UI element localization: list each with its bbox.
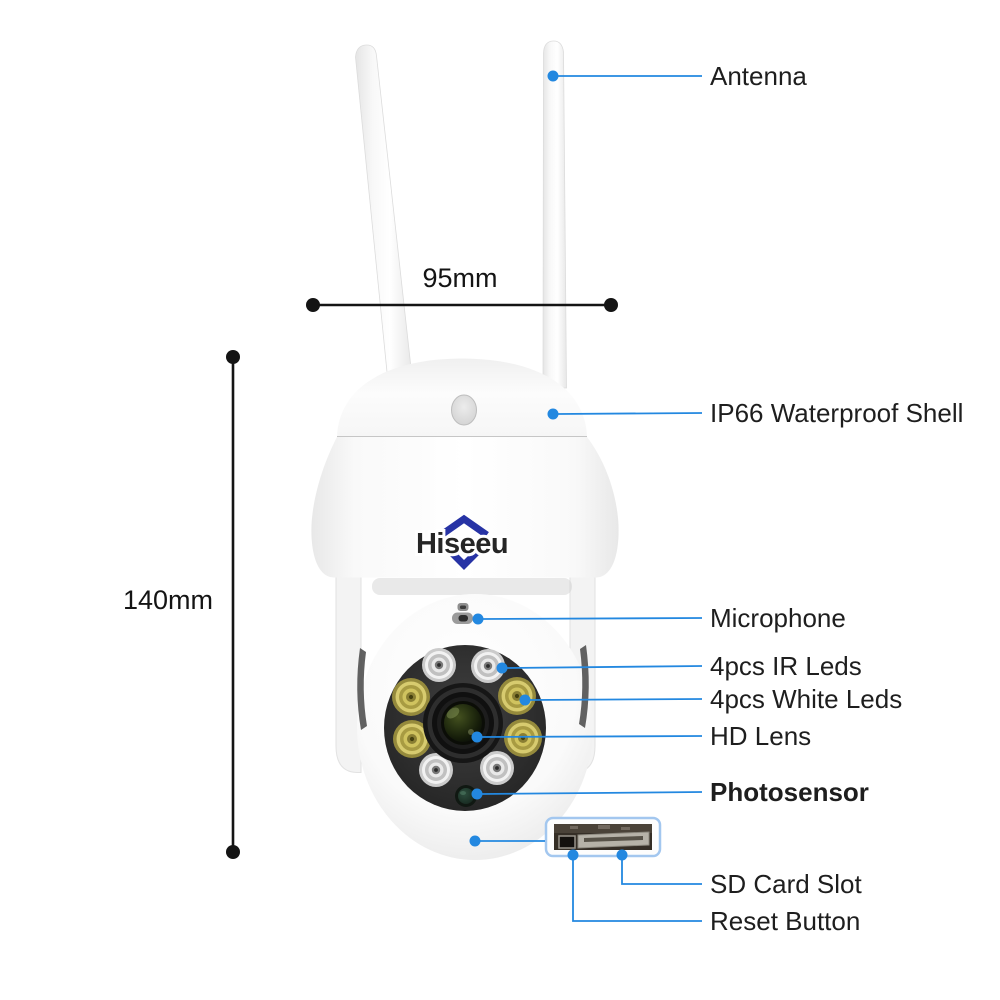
microphone-part	[452, 603, 473, 624]
white-leds-leader	[529, 698, 703, 701]
hd-lens-leader	[481, 735, 703, 738]
white-leds-label: 4pcs White Leds	[710, 684, 902, 714]
left-antenna	[355, 44, 414, 393]
white-leds-dot	[519, 694, 531, 706]
sd-card-dot	[616, 849, 628, 861]
leader-dots	[469, 70, 628, 861]
left-arm	[335, 559, 362, 773]
dimension-labels: 95mm 140mm	[123, 263, 498, 615]
reset-button-part	[558, 835, 576, 849]
main-body	[311, 437, 619, 578]
dimension-dots	[226, 298, 618, 859]
microphone-dot	[472, 613, 484, 625]
white-led	[392, 678, 430, 716]
photosensor-dot	[471, 788, 483, 800]
sd-pcb-detail	[621, 827, 630, 830]
right-gap-shadow	[579, 645, 589, 728]
reset-button-label: Reset Button	[710, 906, 860, 936]
white-led	[504, 719, 542, 757]
left-gap-shadow	[357, 648, 367, 730]
dome-hole	[451, 394, 477, 426]
sd-pcb-detail	[570, 826, 578, 829]
shell-leader	[557, 412, 703, 415]
sd-card-slot-label: SD Card Slot	[710, 869, 862, 899]
microphone-leader	[482, 617, 703, 620]
bottom-callout-dot	[469, 835, 481, 847]
reset-button-dot	[567, 849, 579, 861]
hd-lens-part	[423, 683, 503, 763]
height-dimension-label: 140mm	[123, 585, 213, 615]
shell-dot	[547, 408, 559, 420]
sd-slot-callout	[544, 816, 662, 858]
brand-logo: Hiseeu	[413, 514, 512, 570]
logo-text: Hiseeu	[416, 528, 508, 560]
microphone-label: Microphone	[710, 603, 846, 633]
dimension-endpoint	[226, 350, 240, 364]
ir-leds-label: 4pcs IR Leds	[710, 651, 862, 681]
waterproof-shell-label: IP66 Waterproof Shell	[710, 398, 963, 428]
hd-lens-dot	[471, 731, 483, 743]
photosensor-label: Photosensor	[710, 777, 869, 807]
sd-card-leader	[621, 859, 702, 885]
ir-led	[422, 648, 456, 682]
dimension-endpoint	[604, 298, 618, 312]
photosensor-part	[455, 785, 477, 807]
body-shadow	[372, 578, 572, 595]
sd-slot-opening	[584, 836, 643, 842]
logo-shield-icon	[439, 514, 489, 570]
reset-button-leader	[572, 859, 702, 922]
dimension-endpoint	[226, 845, 240, 859]
ir-leds-leader	[506, 665, 703, 669]
sd-pcb-detail	[598, 825, 610, 829]
antenna-dot	[547, 70, 559, 82]
leader-lines	[480, 75, 703, 922]
right-antenna	[542, 40, 567, 389]
dimension-lines	[231, 303, 606, 847]
width-dimension-label: 95mm	[422, 263, 497, 293]
white-led	[498, 677, 536, 715]
part-labels: Antenna IP66 Waterproof Shell Microphone…	[710, 61, 963, 936]
ir-leds-dot	[496, 662, 508, 674]
camera-illustration	[311, 40, 619, 860]
photosensor-leader	[481, 791, 703, 795]
hd-lens-label: HD Lens	[710, 721, 811, 751]
dimension-endpoint	[306, 298, 320, 312]
antenna-label: Antenna	[710, 61, 807, 91]
